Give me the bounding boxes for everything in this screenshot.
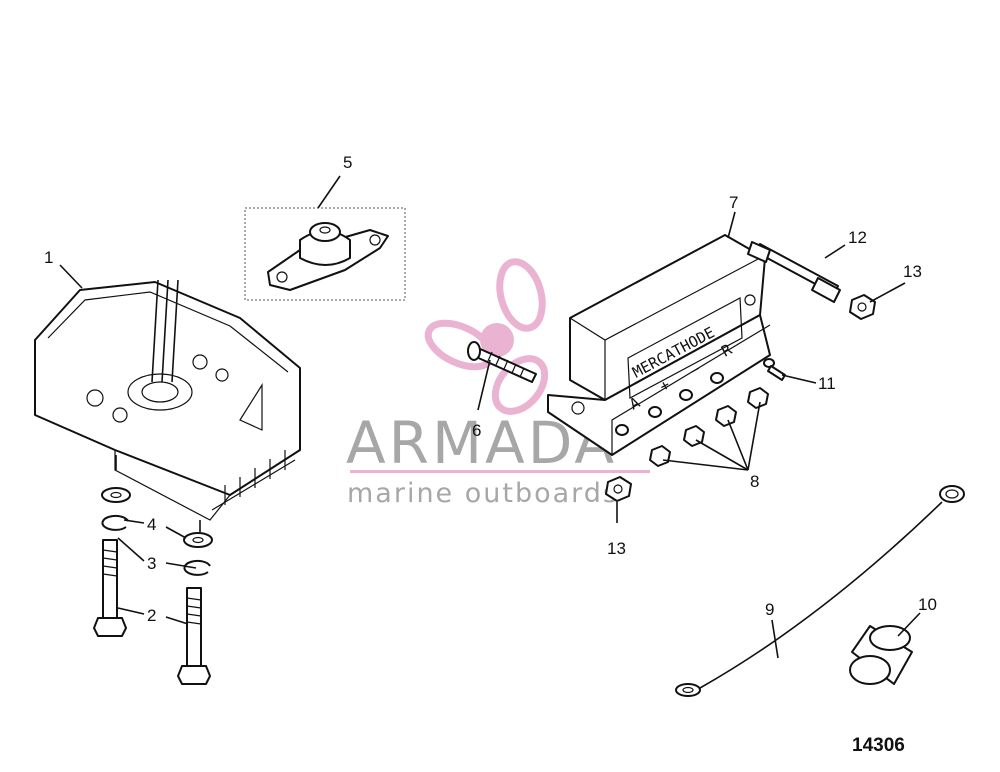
callout-13-upper: 13 bbox=[903, 262, 922, 281]
callout-12: 12 bbox=[848, 228, 867, 247]
callout-1: 1 bbox=[44, 248, 53, 267]
callout-10: 10 bbox=[918, 595, 937, 614]
washer-right bbox=[183, 532, 213, 548]
screw-long bbox=[467, 341, 537, 383]
inset-bracket bbox=[244, 207, 406, 301]
callout-8: 8 bbox=[750, 472, 759, 491]
nut-13-lower bbox=[605, 476, 632, 502]
callout-3: 3 bbox=[147, 554, 156, 573]
nuts bbox=[649, 387, 769, 467]
callout-4: 4 bbox=[147, 515, 156, 534]
ground-strap bbox=[675, 485, 965, 697]
screw-right bbox=[177, 587, 211, 685]
watermark-tagline: marine outboards bbox=[347, 478, 619, 509]
callout-7: 7 bbox=[729, 193, 738, 212]
lock-washer-left bbox=[101, 514, 129, 531]
cap bbox=[849, 625, 913, 685]
stud bbox=[747, 241, 841, 303]
callout-5: 5 bbox=[343, 153, 352, 172]
propeller-logo-icon bbox=[424, 258, 549, 415]
mercathode-module: MERCATHODE A + — R bbox=[547, 234, 771, 456]
callout-13-lower: 13 bbox=[607, 539, 626, 558]
watermark-rule bbox=[350, 470, 650, 473]
leader-lines bbox=[59, 175, 921, 659]
callout-9: 9 bbox=[765, 600, 774, 619]
lock-washer-right bbox=[183, 559, 211, 576]
screw-small bbox=[763, 358, 786, 381]
mounting-base bbox=[34, 279, 301, 521]
callout-11: 11 bbox=[818, 374, 836, 393]
washer-left bbox=[101, 487, 131, 503]
callout-2: 2 bbox=[147, 606, 156, 625]
screw-left bbox=[93, 539, 127, 637]
document-number: 14306 bbox=[852, 735, 905, 756]
nut-13-upper bbox=[849, 294, 876, 320]
callout-6: 6 bbox=[472, 421, 481, 440]
